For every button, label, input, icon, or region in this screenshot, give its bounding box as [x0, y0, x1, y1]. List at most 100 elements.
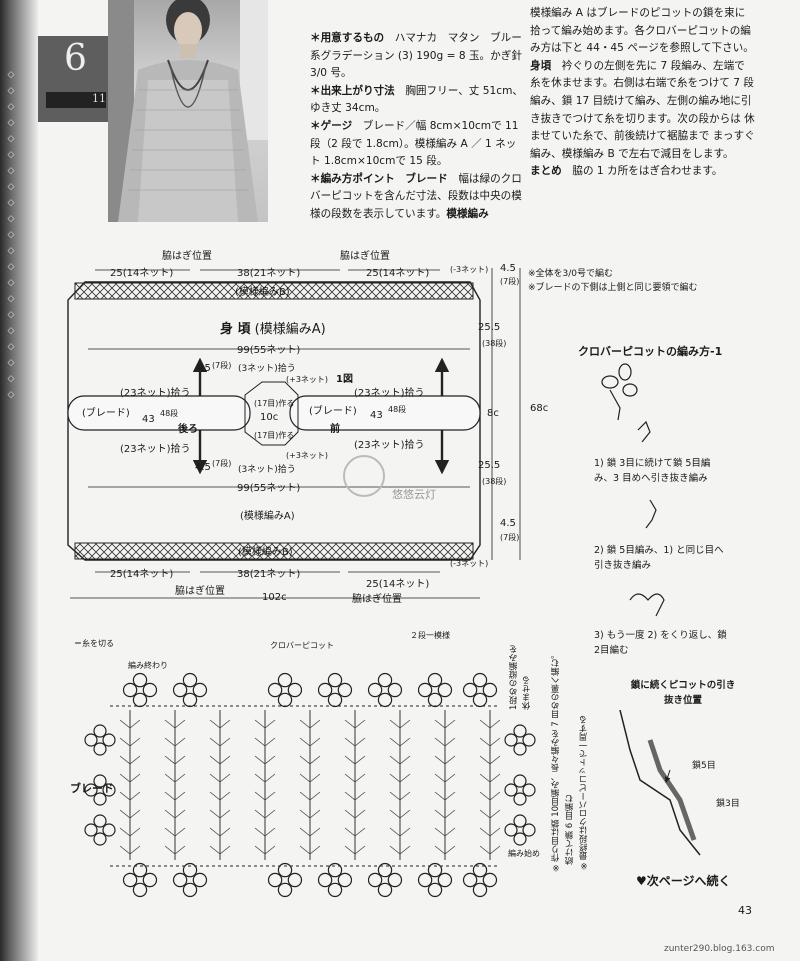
stitch-fan — [389, 755, 411, 765]
clover-step-2: 2) 鎖 5目編み、1) と同じ目へ引き抜き編み — [594, 545, 724, 571]
lbl-bottom-right-w: 25(14ネット) — [366, 579, 430, 590]
lbl-pat-b-top: (模様編みB) — [235, 287, 290, 298]
lbl-top-left-w: 25(14ネット) — [110, 268, 174, 279]
clover-picot-motif — [317, 672, 353, 708]
gauge-heading: ＊ゲージ — [310, 119, 353, 132]
size-body: 胸囲フリー、丈 51cm、ゆき丈 34cm。 — [310, 84, 523, 115]
stitch-fan — [479, 719, 501, 729]
lbl-bottom-left-w: 25(14ネット) — [110, 569, 174, 580]
stitch-fan — [299, 791, 321, 801]
lbl-pat-a-bottom: (模様編みA) — [240, 511, 295, 522]
point-heading: ＊編み方ポイント ブレード — [310, 172, 448, 185]
stitch-fan — [434, 809, 456, 819]
stitch-fan — [299, 719, 321, 729]
materials-heading: ＊用意するもの — [310, 32, 385, 44]
stitch-fan — [434, 845, 456, 855]
chapter-tab: 6 11 — [38, 36, 108, 122]
stitch-fan — [164, 791, 186, 801]
page-number: 43 — [738, 904, 752, 917]
clover-picot-motif — [462, 672, 498, 708]
stitch-fan — [299, 737, 321, 747]
chart-start: 編み始め — [508, 849, 540, 858]
blade-right — [289, 395, 481, 431]
lbl-h68: 68c — [530, 403, 549, 414]
stitch-fan — [479, 809, 501, 819]
clover-picot-motif — [504, 814, 536, 846]
lbl-h45-b: 4.5 — [195, 462, 211, 473]
clover-picot-motif — [367, 672, 403, 708]
clover-picot-motif — [367, 862, 403, 898]
stitch-fan — [254, 755, 276, 765]
lbl-h8: 8c — [487, 408, 499, 419]
diagram-notes: ※全体を3/0号で編む ※ブレードの下側は上側と同じ要領で編む — [528, 267, 698, 295]
stitch-fan — [119, 827, 141, 837]
stitch-fan — [254, 827, 276, 837]
lbl-minus3-top: (-3ネット) — [450, 265, 489, 274]
pattern-b-band-bottom — [74, 542, 474, 560]
stitch-fan — [389, 719, 411, 729]
lbl-fig1: 1図 — [336, 374, 353, 385]
lbl-h45-right-bottom: 4.5 — [500, 518, 516, 529]
note-1: ※全体を3/0号で編む — [528, 269, 614, 279]
stitch-fan — [209, 845, 231, 855]
stitch-fan — [164, 755, 186, 765]
stitch-fan — [209, 737, 231, 747]
materials: ＊用意するもの ハマナカ マタン ブルー系グラデーション (3) 190g = … — [310, 30, 525, 83]
lbl-net23-lb: (23ネット)拾う — [120, 444, 191, 455]
lbl-r48-left: 48段 — [160, 409, 179, 418]
pattern-b-band-top — [74, 282, 474, 300]
stitch-fan — [344, 827, 366, 837]
lbl-r17-top: (17目)作る — [254, 399, 295, 408]
stitch-fan — [389, 737, 411, 747]
stitch-fan — [479, 773, 501, 783]
book-spine: ◇◇◇◇◇◇◇◇◇◇◇◇◇◇◇◇◇◇◇◇◇ — [0, 0, 38, 961]
right-h3: まとめ — [530, 165, 562, 178]
clover-picot-motif — [504, 724, 536, 756]
stitch-fan — [209, 719, 231, 729]
point-tail: 模様編み — [446, 207, 489, 220]
right-p2: 衿ぐりの左側を先に 7 段編み、左端で糸を休ませます。右側は右端で糸をつけて 7… — [530, 59, 755, 160]
stitch-fan — [479, 845, 501, 855]
clover-picot-motif — [417, 862, 453, 898]
stitch-fan — [164, 773, 186, 783]
stitch-fan — [299, 755, 321, 765]
lbl-net3-top: (3ネット)拾う — [238, 364, 296, 374]
stitch-fan — [389, 791, 411, 801]
stitch-fan — [164, 809, 186, 819]
stitch-fan — [434, 791, 456, 801]
model-photo-illustration — [108, 0, 268, 222]
gauge: ＊ゲージ ブレード／幅 8cm×10cmで 11段（2 段で 1.8cm）。模様… — [310, 118, 525, 171]
lbl-r7-right-top: (7段) — [500, 277, 520, 286]
chart-rep-label: ２段一模様 — [410, 631, 450, 640]
lbl-side-seam-top-2: 脇はぎ位置 — [340, 251, 390, 262]
stitch-fan — [389, 809, 411, 819]
right-p1: 模様編み A はブレードのピコットの鎖を束に拾って編み始めます。各クロバーピコッ… — [530, 7, 754, 55]
blade-left — [67, 395, 251, 431]
stitch-fan — [119, 773, 141, 783]
stitch-fan — [344, 755, 366, 765]
lbl-r38-bottom: (38段) — [482, 477, 507, 486]
clover-picot-motif — [172, 672, 208, 708]
clover-picot-motif — [462, 862, 498, 898]
lbl-side-seam-top-1: 脇はぎ位置 — [162, 251, 212, 262]
lbl-minus3-bottom: (-3ネット) — [450, 559, 489, 568]
chapter-tag-text: 11 — [92, 92, 106, 105]
chart-clover-label: クロバーピコット — [270, 641, 334, 650]
clover-picot-motif — [84, 724, 116, 756]
lbl-r17-bottom: (17目)作る — [254, 431, 295, 440]
lbl-pat-b-bottom: (模様編みB) — [238, 547, 293, 558]
stitch-fan — [344, 773, 366, 783]
stitch-fan — [299, 827, 321, 837]
stitch-fan — [479, 791, 501, 801]
lbl-m3: 鎖3目 — [716, 799, 740, 809]
lbl-plus3-bottom: (+3ネット) — [286, 451, 329, 460]
lbl-h255-top: 25.5 — [478, 322, 501, 333]
stitch-fan — [164, 719, 186, 729]
lbl-w10: 10c — [260, 412, 279, 423]
stitch-fan — [434, 737, 456, 747]
finished-size: ＊出来上がり寸法 胸囲フリー、丈 51cm、ゆき丈 34cm。 — [310, 83, 525, 118]
clover-picot-motif — [122, 672, 158, 708]
spine-text: ◇◇◇◇◇◇◇◇◇◇◇◇◇◇◇◇◇◇◇◇◇ — [6, 70, 16, 406]
stitch-fan — [299, 845, 321, 855]
neck-opening — [244, 381, 299, 446]
